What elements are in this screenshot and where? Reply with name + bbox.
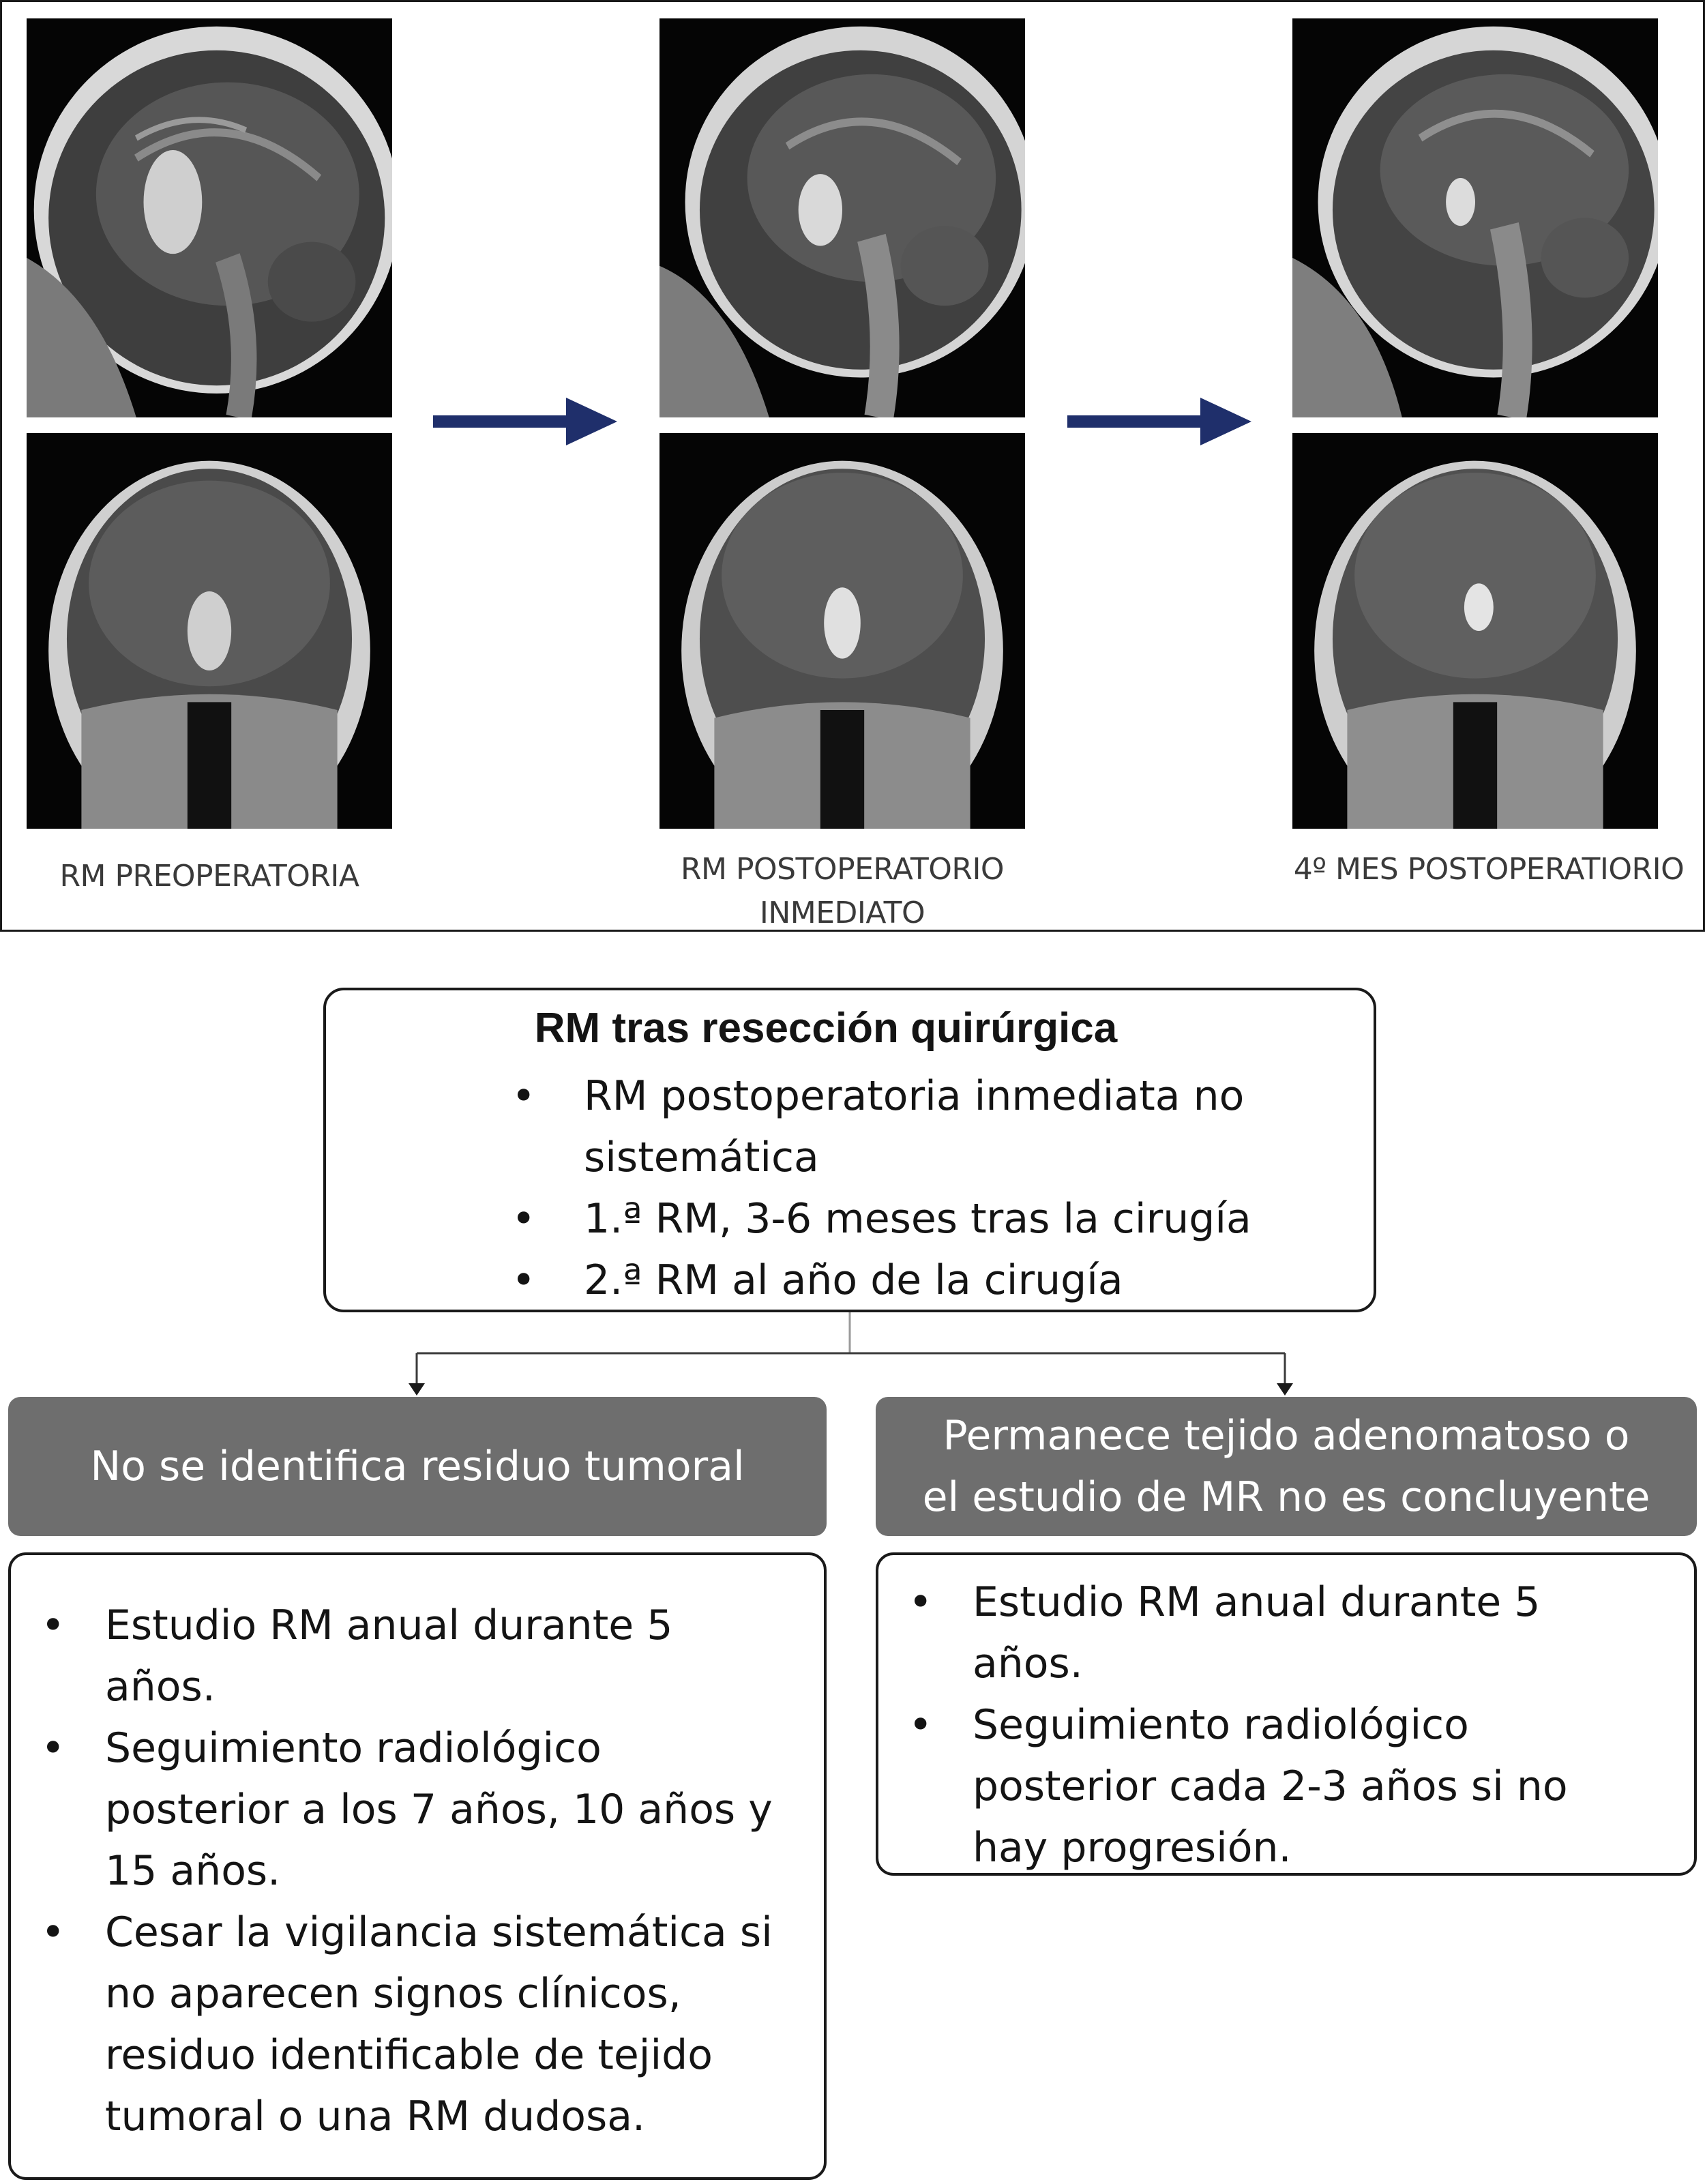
adenoma-header-line2: el estudio de MR no es concluyente (922, 1473, 1650, 1521)
caption-preop: RM PREOPERATORIA (59, 859, 359, 894)
list-item: • RM postoperatoria inmediata no sistemá… (326, 1065, 1374, 1188)
list-item: • 2.ª RM al año de la cirugía (326, 1250, 1374, 1311)
list-item: • Estudio RM anual durante 5 años. (878, 1571, 1694, 1694)
mri-sagittal-preop (27, 18, 392, 417)
list-item: • 1.ª RM, 3-6 meses tras la cirugía (326, 1188, 1374, 1250)
mri-sagittal-postop (659, 18, 1025, 417)
bullet-icon: • (41, 1724, 65, 1772)
list-item: • Seguimiento radiológico posterior a lo… (11, 1717, 824, 1902)
no-residue-header-label: No se identifica residuo tumoral (90, 1443, 745, 1490)
mri-coronal-4th-month (1292, 433, 1658, 829)
bullet-icon: • (908, 1578, 933, 1626)
list-item: • Seguimiento radiológico posterior cada… (878, 1694, 1694, 1878)
mri-coronal-postop (659, 433, 1025, 829)
bullet-icon: • (41, 1908, 65, 1956)
mri-coronal-preop (27, 433, 392, 829)
caption-postop-line1: RM POSTOPERATORIO (680, 852, 1005, 887)
progress-arrow-1 (433, 398, 617, 445)
no-residue-header: No se identifica residuo tumoral (8, 1397, 827, 1536)
list-item: • Cesar la vigilancia sistemática si no … (11, 1902, 824, 2147)
bullet-icon: • (512, 1195, 536, 1243)
adenoma-remains-list: • Estudio RM anual durante 5 años. • Seg… (878, 1571, 1694, 1878)
caption-4th-month: 4º MES POSTOPERATIORIO (1293, 852, 1685, 887)
followup-summary-box: RM tras resección quirúrgica • RM postop… (323, 988, 1376, 1312)
bullet-icon: • (41, 1602, 65, 1649)
adenoma-remains-header: Permanece tejido adenomatoso o el estudi… (876, 1397, 1697, 1536)
branch-connector (409, 1312, 1293, 1396)
bullet-icon: • (512, 1256, 536, 1304)
bullet-icon: • (512, 1072, 536, 1120)
followup-title: RM tras resección quirúrgica (534, 1005, 1118, 1052)
caption-postop-line2: INMEDIATO (759, 896, 925, 930)
no-residue-list: • Estudio RM anual durante 5 años. • Seg… (11, 1595, 824, 2147)
progress-arrow-2 (1067, 398, 1251, 445)
bullet-icon: • (908, 1701, 933, 1749)
list-item: • Estudio RM anual durante 5 años. (11, 1595, 824, 1717)
adenoma-header-line1: Permanece tejido adenomatoso o (943, 1412, 1630, 1460)
mri-comparison-panel: RM PREOPERATORIA RM POSTOPERATORIO (0, 0, 1705, 932)
followup-summary-list: • RM postoperatoria inmediata no sistemá… (326, 1065, 1374, 1311)
mri-sagittal-4th-month (1292, 18, 1658, 417)
adenoma-remains-details-box: • Estudio RM anual durante 5 años. • Seg… (876, 1552, 1697, 1876)
caption-postop: RM POSTOPERATORIO INMEDIATO (659, 848, 1025, 935)
no-residue-details-box: • Estudio RM anual durante 5 años. • Seg… (8, 1552, 827, 2180)
